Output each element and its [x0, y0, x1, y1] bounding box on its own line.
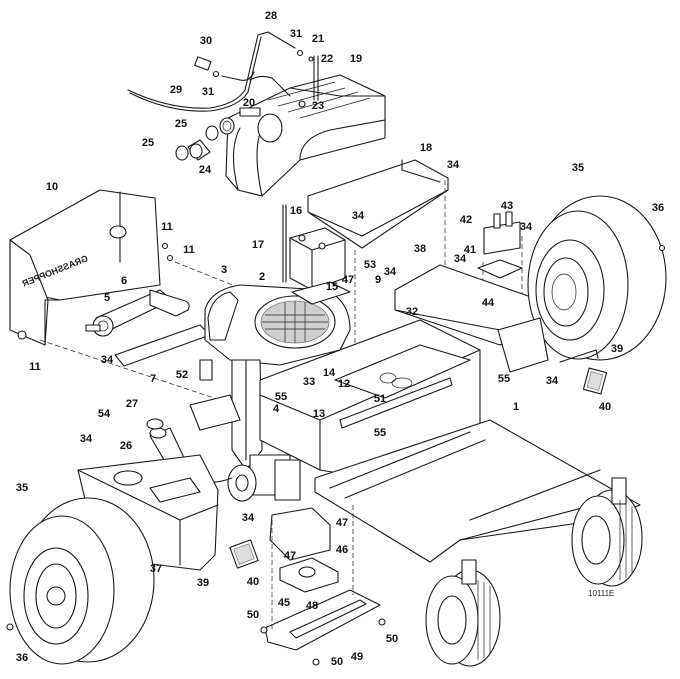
callout-c19: 19 — [350, 53, 362, 65]
callout-c34a: 34 — [447, 159, 460, 171]
callout-c33: 33 — [303, 376, 315, 388]
callout-c21: 21 — [312, 33, 324, 45]
callout-c43: 43 — [501, 200, 513, 212]
callout-c40a: 40 — [599, 401, 611, 413]
callout-c2: 2 — [259, 271, 265, 283]
callout-c51: 51 — [374, 393, 386, 405]
callout-c13: 13 — [313, 408, 325, 420]
caster-wheel-left — [425, 559, 501, 667]
tank-support — [307, 159, 449, 276]
engine — [189, 284, 351, 471]
callout-c30: 30 — [200, 35, 212, 47]
callout-c10: 10 — [46, 181, 58, 193]
callout-c35a: 35 — [572, 162, 584, 174]
hydro-pump — [227, 454, 301, 502]
fuel-tank — [225, 55, 386, 197]
callout-c35b: 35 — [16, 482, 28, 494]
callout-c22: 22 — [321, 53, 333, 65]
callout-c1: 1 — [513, 401, 519, 413]
callout-c7: 7 — [150, 373, 156, 385]
callout-c48: 48 — [306, 600, 318, 612]
callout-c17: 17 — [252, 239, 264, 251]
callout-c11c: 11 — [29, 361, 41, 373]
callout-c36b: 36 — [16, 652, 28, 664]
callout-c11b: 11 — [183, 244, 195, 256]
relay-bracket — [477, 211, 523, 324]
callout-c34i: 34 — [242, 512, 255, 524]
callout-c12: 12 — [338, 378, 350, 390]
callout-c31b: 31 — [202, 86, 214, 98]
callout-c34e: 34 — [384, 266, 397, 278]
callout-c14: 14 — [323, 367, 336, 379]
callout-c41: 41 — [464, 244, 476, 256]
callout-c20: 20 — [243, 97, 255, 109]
callout-c16: 16 — [290, 205, 302, 217]
callout-c26: 26 — [120, 440, 132, 452]
callout-c3: 3 — [221, 264, 227, 276]
callout-c29: 29 — [170, 84, 182, 96]
callout-c32: 32 — [406, 306, 418, 318]
callout-c24: 24 — [199, 164, 212, 176]
muffler — [85, 289, 211, 367]
callout-c49: 49 — [351, 651, 363, 663]
main-frame — [259, 319, 641, 563]
callout-c34b: 34 — [352, 210, 365, 222]
callout-c34f: 34 — [101, 354, 114, 366]
callout-c25a: 25 — [175, 118, 187, 130]
callout-c23: 23 — [312, 100, 324, 112]
callout-c47c: 47 — [284, 550, 296, 562]
filler-hose — [175, 117, 235, 161]
fuel-lines — [127, 31, 314, 112]
callout-c55b: 55 — [498, 373, 510, 385]
callout-c27: 27 — [126, 398, 138, 410]
callout-c25b: 25 — [142, 137, 154, 149]
callout-c6: 6 — [121, 275, 127, 287]
callout-c52: 52 — [176, 369, 188, 381]
callout-c46: 46 — [336, 544, 348, 556]
callout-c45: 45 — [278, 597, 290, 609]
callout-c5: 5 — [104, 292, 110, 304]
callout-c34g: 34 — [546, 375, 559, 387]
callout-c55c: 55 — [374, 427, 386, 439]
battery — [282, 204, 356, 440]
callout-c4: 4 — [273, 403, 280, 415]
rear-wheel-right — [527, 195, 667, 361]
callout-c50a: 50 — [247, 609, 259, 621]
callout-c40b: 40 — [247, 576, 259, 588]
callout-c36a: 36 — [652, 202, 664, 214]
callout-c54: 54 — [98, 408, 111, 420]
callout-c18: 18 — [420, 142, 432, 154]
callout-c38: 38 — [414, 243, 426, 255]
callout-c44: 44 — [482, 297, 495, 309]
rear-shield: GRASSHOPPER — [9, 189, 174, 346]
callout-c15: 15 — [326, 281, 338, 293]
callout-c50b: 50 — [386, 633, 398, 645]
figure-id: 10111E — [588, 589, 614, 598]
callout-c55a: 55 — [275, 391, 287, 403]
seat-mount — [260, 505, 386, 666]
callout-c50c: 50 — [331, 656, 343, 668]
callout-c42: 42 — [460, 214, 472, 226]
callout-c11a: 11 — [161, 221, 173, 233]
callout-c34h: 34 — [80, 433, 93, 445]
callout-c9: 9 — [375, 274, 381, 286]
rear-wheel-left — [6, 497, 155, 665]
callout-c28: 28 — [265, 10, 277, 22]
callout-c53: 53 — [364, 259, 376, 271]
callout-c34c: 34 — [520, 221, 533, 233]
callout-c37: 37 — [150, 563, 162, 575]
callout-c47b: 47 — [336, 517, 348, 529]
caster-wheel-right — [571, 477, 643, 587]
callout-c31a: 31 — [290, 28, 302, 40]
callout-c47a: 47 — [342, 274, 354, 286]
callout-c34d: 34 — [454, 253, 467, 265]
callout-c39a: 39 — [611, 343, 623, 355]
callout-c39b: 39 — [197, 577, 209, 589]
